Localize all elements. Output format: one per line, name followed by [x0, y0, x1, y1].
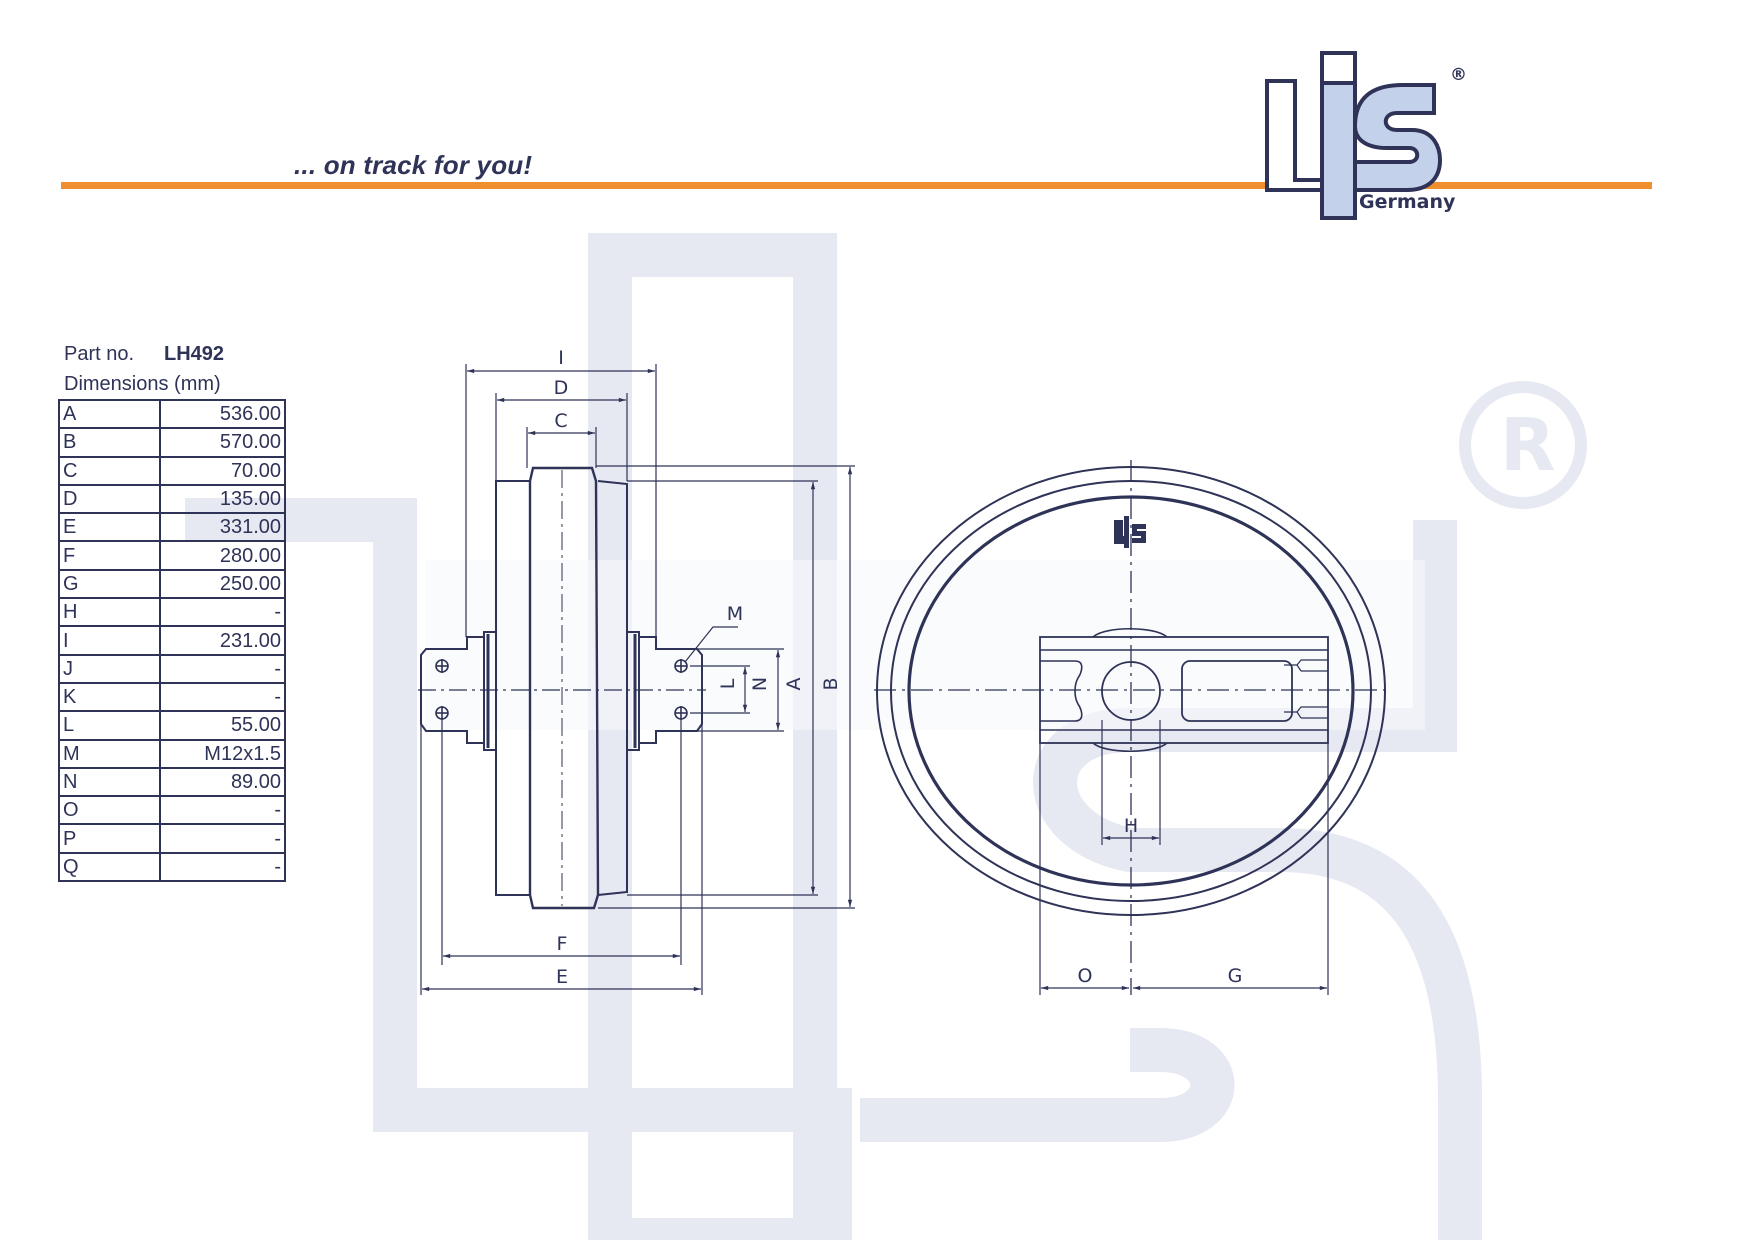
dim-value: - — [159, 851, 286, 883]
dimensions-title: Dimensions (mm) — [64, 373, 221, 395]
dim-label-c: C — [554, 410, 567, 432]
front-view-labels: H O G — [1078, 815, 1243, 987]
tagline: ... on track for you! — [294, 150, 533, 180]
dim-value: 280.00 — [159, 540, 286, 571]
header-divider — [61, 182, 1652, 189]
dim-key: E — [58, 512, 161, 543]
dim-label-l: L — [717, 678, 739, 689]
dim-label-b: B — [820, 677, 842, 690]
dim-key: M — [58, 738, 161, 769]
dim-value: M12x1.5 — [159, 738, 286, 769]
dim-value: 55.00 — [159, 710, 286, 741]
dim-value: - — [159, 653, 286, 684]
dim-key: Q — [58, 851, 161, 883]
table-row: O- — [58, 795, 286, 826]
dim-value: 70.00 — [159, 455, 286, 486]
dim-key: A — [58, 398, 161, 430]
table-row: H- — [58, 597, 286, 628]
part-number-value: LH492 — [164, 343, 225, 365]
dim-key: D — [58, 483, 161, 515]
table-row: K- — [58, 681, 286, 713]
dim-label-d: D — [554, 377, 569, 399]
dim-key: F — [58, 540, 161, 571]
dim-key: H — [58, 597, 161, 628]
dim-value: 536.00 — [159, 398, 286, 430]
brand-subtitle: Germany — [1359, 191, 1456, 213]
dim-value: - — [159, 597, 286, 628]
dim-value: 135.00 — [159, 483, 286, 515]
dim-value: - — [159, 681, 286, 713]
table-row: Q- — [58, 851, 286, 883]
dim-value: - — [159, 795, 286, 826]
side-view — [418, 364, 855, 995]
dim-key: G — [58, 568, 161, 600]
dim-key: J — [58, 653, 161, 684]
front-view — [874, 460, 1390, 995]
registered-mark: ® — [1450, 65, 1467, 85]
dim-key: I — [58, 625, 161, 656]
dim-label-i: I — [558, 347, 564, 369]
dim-key: C — [58, 455, 161, 486]
dim-value: 570.00 — [159, 427, 286, 458]
dim-value: 250.00 — [159, 568, 286, 600]
side-view-labels: I D C M L N A B F E — [554, 347, 842, 988]
dim-value: 331.00 — [159, 512, 286, 543]
svg-text:R: R — [1500, 403, 1555, 487]
dim-key: L — [58, 710, 161, 741]
table-row: J- — [58, 653, 286, 684]
dim-label-g: G — [1228, 965, 1243, 987]
lis-germany-logo: ® Germany — [1265, 51, 1467, 220]
dim-value: - — [159, 823, 286, 854]
dim-label-f: F — [557, 933, 568, 955]
dim-value: 89.00 — [159, 766, 286, 798]
dim-label-a: A — [783, 678, 805, 691]
dim-key: B — [58, 427, 161, 458]
dim-key: O — [58, 795, 161, 826]
dim-key: K — [58, 681, 161, 713]
table-row: P- — [58, 823, 286, 854]
dim-value: 231.00 — [159, 625, 286, 656]
dim-label-e: E — [556, 966, 568, 988]
dim-label-o: O — [1078, 965, 1093, 987]
dim-label-h: H — [1124, 815, 1138, 837]
dim-key: P — [58, 823, 161, 854]
wheel-logo-mark — [1114, 516, 1146, 548]
dim-key: N — [58, 766, 161, 798]
part-number-label: Part no. — [64, 343, 135, 365]
dim-label-m: M — [727, 603, 743, 625]
dim-label-n: N — [749, 677, 771, 691]
